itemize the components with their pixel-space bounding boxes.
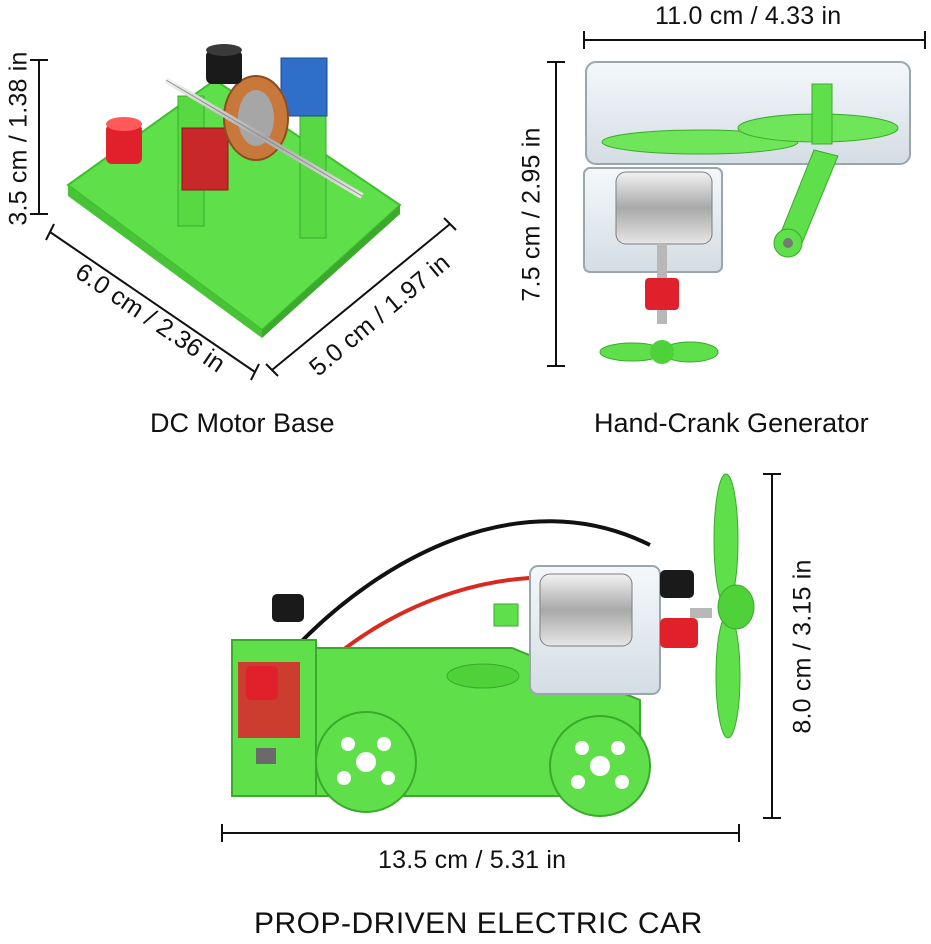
dc-motor-base-image: [66, 44, 402, 338]
generator-dimension-lines: [547, 31, 926, 367]
car-caption: PROP-DRIVEN ELECTRIC CAR: [254, 907, 703, 940]
dc-motor-height-label: 3.5 cm / 1.38 in: [4, 51, 33, 226]
dc-motor-caption: DC Motor Base: [150, 408, 335, 438]
car-length-label: 13.5 cm / 5.31 in: [378, 846, 567, 874]
car-height-label: 8.0 cm / 3.15 in: [788, 559, 817, 734]
electric-car-image: [231, 473, 755, 817]
generator-width-label: 11.0 cm / 4.33 in: [655, 2, 842, 30]
car-dimension-lines: [221, 473, 781, 842]
car-wheel-front: [315, 711, 417, 813]
dc-motor-dimension-lines: [30, 59, 457, 381]
generator-height-label: 7.5 cm / 2.95 in: [517, 127, 546, 302]
hand-crank-generator-image: [583, 61, 911, 364]
generator-caption: Hand-Crank Generator: [594, 408, 869, 438]
car-wheel-rear: [549, 715, 651, 817]
